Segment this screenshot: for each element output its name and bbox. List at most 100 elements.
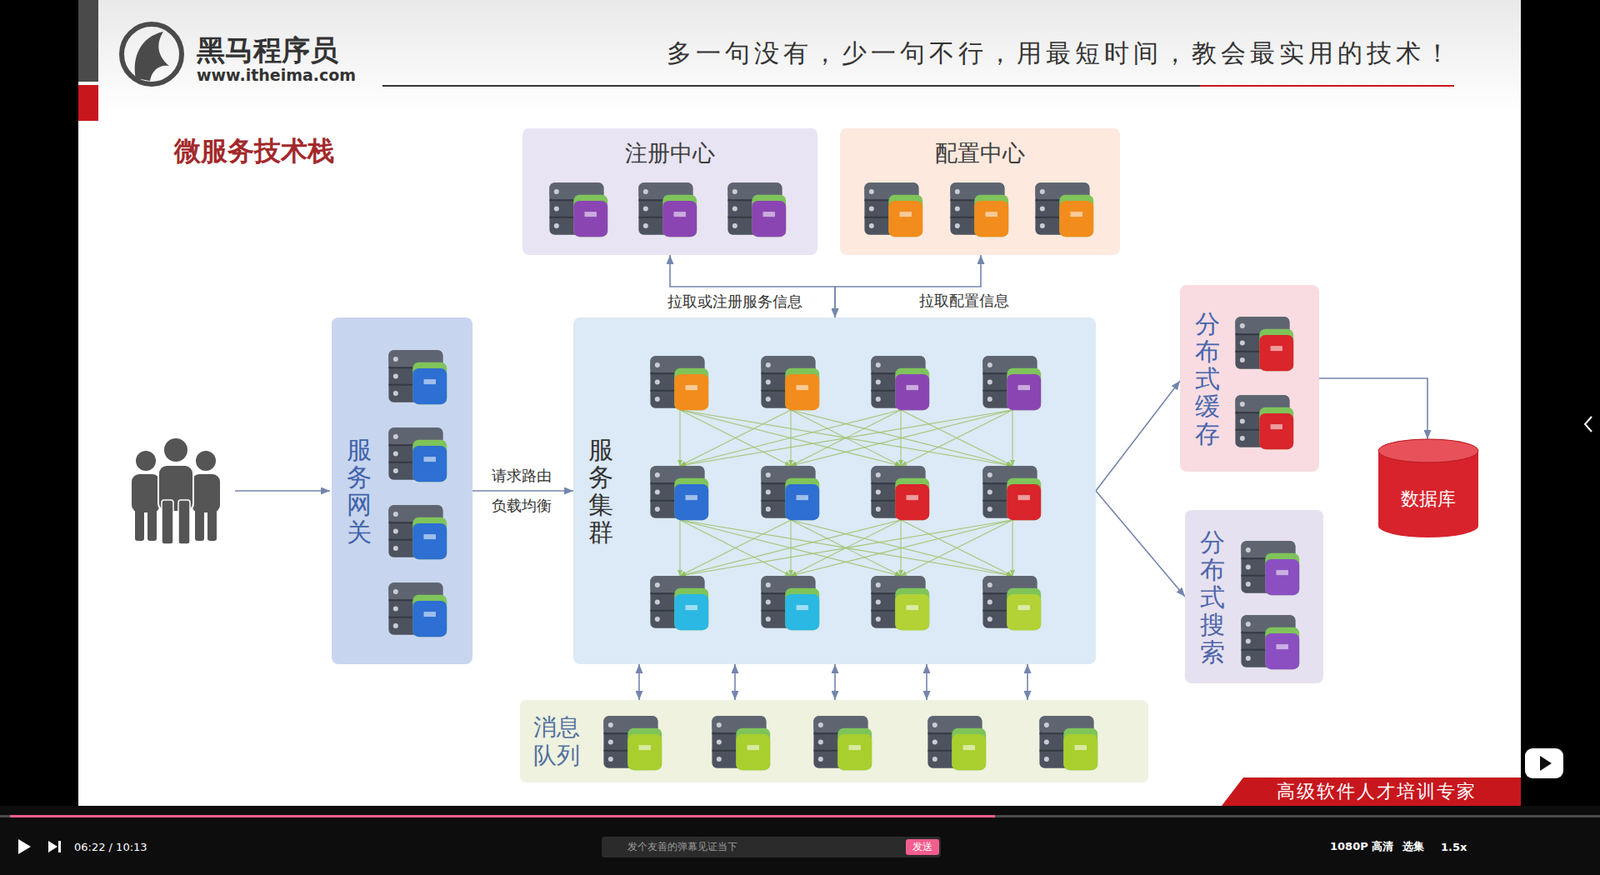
next-icon	[48, 840, 58, 853]
progress-fill	[10, 815, 995, 818]
server-icon	[603, 715, 662, 770]
label-holder: 黑马程序员	[196, 31, 339, 70]
users-icon	[131, 437, 220, 545]
connector-arrow	[1095, 380, 1180, 491]
edge-label-holder: 拉取配置信息	[919, 290, 1010, 311]
server-icon	[650, 575, 709, 630]
user-arrow	[235, 490, 330, 492]
user-leg	[195, 504, 205, 541]
header-rule	[382, 85, 1200, 87]
cylinder-top	[1378, 439, 1479, 463]
config-band: 配置中心	[840, 128, 1120, 255]
flow-line	[680, 410, 791, 466]
edge-label: 拉取或注册服务信息	[667, 291, 803, 312]
flow-line	[790, 520, 1013, 576]
server-icon	[870, 465, 930, 520]
flow-line	[1011, 410, 1013, 466]
server-icon	[727, 182, 786, 237]
player-time: 06:22 / 10:13	[74, 840, 148, 854]
flow-line	[680, 520, 791, 576]
banner-text: 高级软件人才培训专家	[1276, 779, 1477, 805]
progress-track	[0, 815, 1600, 818]
connector-arrow	[1026, 664, 1029, 700]
server-icon	[638, 182, 697, 237]
flow-line	[680, 520, 791, 576]
server-icon	[650, 355, 709, 410]
flow-line	[680, 410, 901, 466]
flow-line	[790, 410, 1013, 466]
danmaku-input	[601, 836, 941, 858]
user-head	[195, 450, 216, 471]
node-illustration	[520, 700, 1149, 783]
flow-line	[790, 410, 1013, 466]
flow-line	[900, 410, 1013, 466]
server-icon	[760, 355, 820, 410]
slogan-banner	[1221, 777, 1521, 806]
server-icon	[650, 465, 709, 520]
logo-ring	[121, 24, 182, 85]
user-head	[163, 437, 189, 463]
next-icon-bar	[58, 840, 61, 853]
flow-line	[680, 520, 901, 576]
queue-band: 消息队列	[520, 700, 1149, 783]
flow-line	[680, 410, 791, 466]
label-holder: 1080P 高清	[1330, 839, 1394, 855]
band-heading: 注册中心	[625, 138, 715, 169]
label-holder: www.itheima.com	[196, 65, 356, 85]
flow-line	[680, 410, 1013, 466]
speed-label: 1.5x	[1440, 840, 1467, 854]
server-icon	[1240, 615, 1300, 670]
flow-line	[900, 520, 1013, 576]
database-label: 数据库	[1400, 486, 1456, 512]
server-icon	[388, 582, 447, 637]
label-holder: 06:22 / 10:13	[74, 840, 148, 854]
server-icon	[982, 575, 1041, 630]
logo-horse	[135, 31, 170, 81]
title-holder: 微服务技术栈	[174, 133, 335, 170]
server-icon	[760, 575, 820, 630]
cluster-band: 服务集群	[573, 317, 1096, 665]
user-leg	[178, 500, 190, 545]
user-leg	[135, 504, 145, 541]
server-icon	[388, 505, 447, 560]
server-icon	[982, 355, 1041, 410]
server-icon	[813, 715, 872, 770]
play-icon	[18, 839, 31, 855]
band-heading: 服务集群	[588, 435, 614, 546]
server-icon	[1235, 395, 1294, 450]
flow-line	[790, 520, 1013, 576]
search-band: 分布式搜索	[1185, 510, 1324, 684]
cache-band: 分布式缓存	[1180, 285, 1320, 472]
player-bar	[0, 805, 1600, 875]
server-icon	[549, 182, 608, 237]
side-chevron	[1585, 416, 1592, 432]
database-cylinder: 数据库	[1378, 439, 1479, 538]
server-icon	[1235, 316, 1294, 371]
connector-arrow	[472, 490, 574, 492]
node-illustration	[573, 317, 1096, 665]
server-icon	[1240, 540, 1300, 595]
user-head	[135, 450, 156, 471]
user-leg	[207, 504, 217, 541]
label-holder: 发个友善的弹幕见证当下	[627, 840, 738, 855]
band-heading: 分布式缓存	[1195, 310, 1220, 448]
cylinder-body	[1378, 439, 1479, 538]
send-button	[905, 839, 940, 855]
server-icon	[760, 465, 820, 520]
edge-label-holder: 拉取或注册服务信息	[667, 291, 803, 312]
logo-text: 黑马程序员	[196, 31, 339, 70]
flow-line	[1011, 520, 1013, 576]
server-icon	[927, 715, 986, 770]
label-holder: 选集	[1402, 839, 1425, 855]
server-icon	[1039, 715, 1098, 770]
tv-icon-play	[1540, 755, 1552, 771]
connector-arrow	[734, 664, 736, 700]
edge-label-holder: 请求路由 负载均衡	[488, 460, 555, 521]
slide-title: 微服务技术栈	[174, 133, 335, 170]
flow-line	[900, 410, 1013, 466]
connector-arrow	[638, 664, 640, 700]
flow-line	[679, 520, 680, 576]
user-leg	[147, 504, 157, 541]
slogan: 多一句没有，少一句不行，用最短时间，教会最实用的技术！	[666, 36, 1455, 71]
label-holder: 多一句没有，少一句不行，用最短时间，教会最实用的技术！	[666, 36, 1455, 71]
